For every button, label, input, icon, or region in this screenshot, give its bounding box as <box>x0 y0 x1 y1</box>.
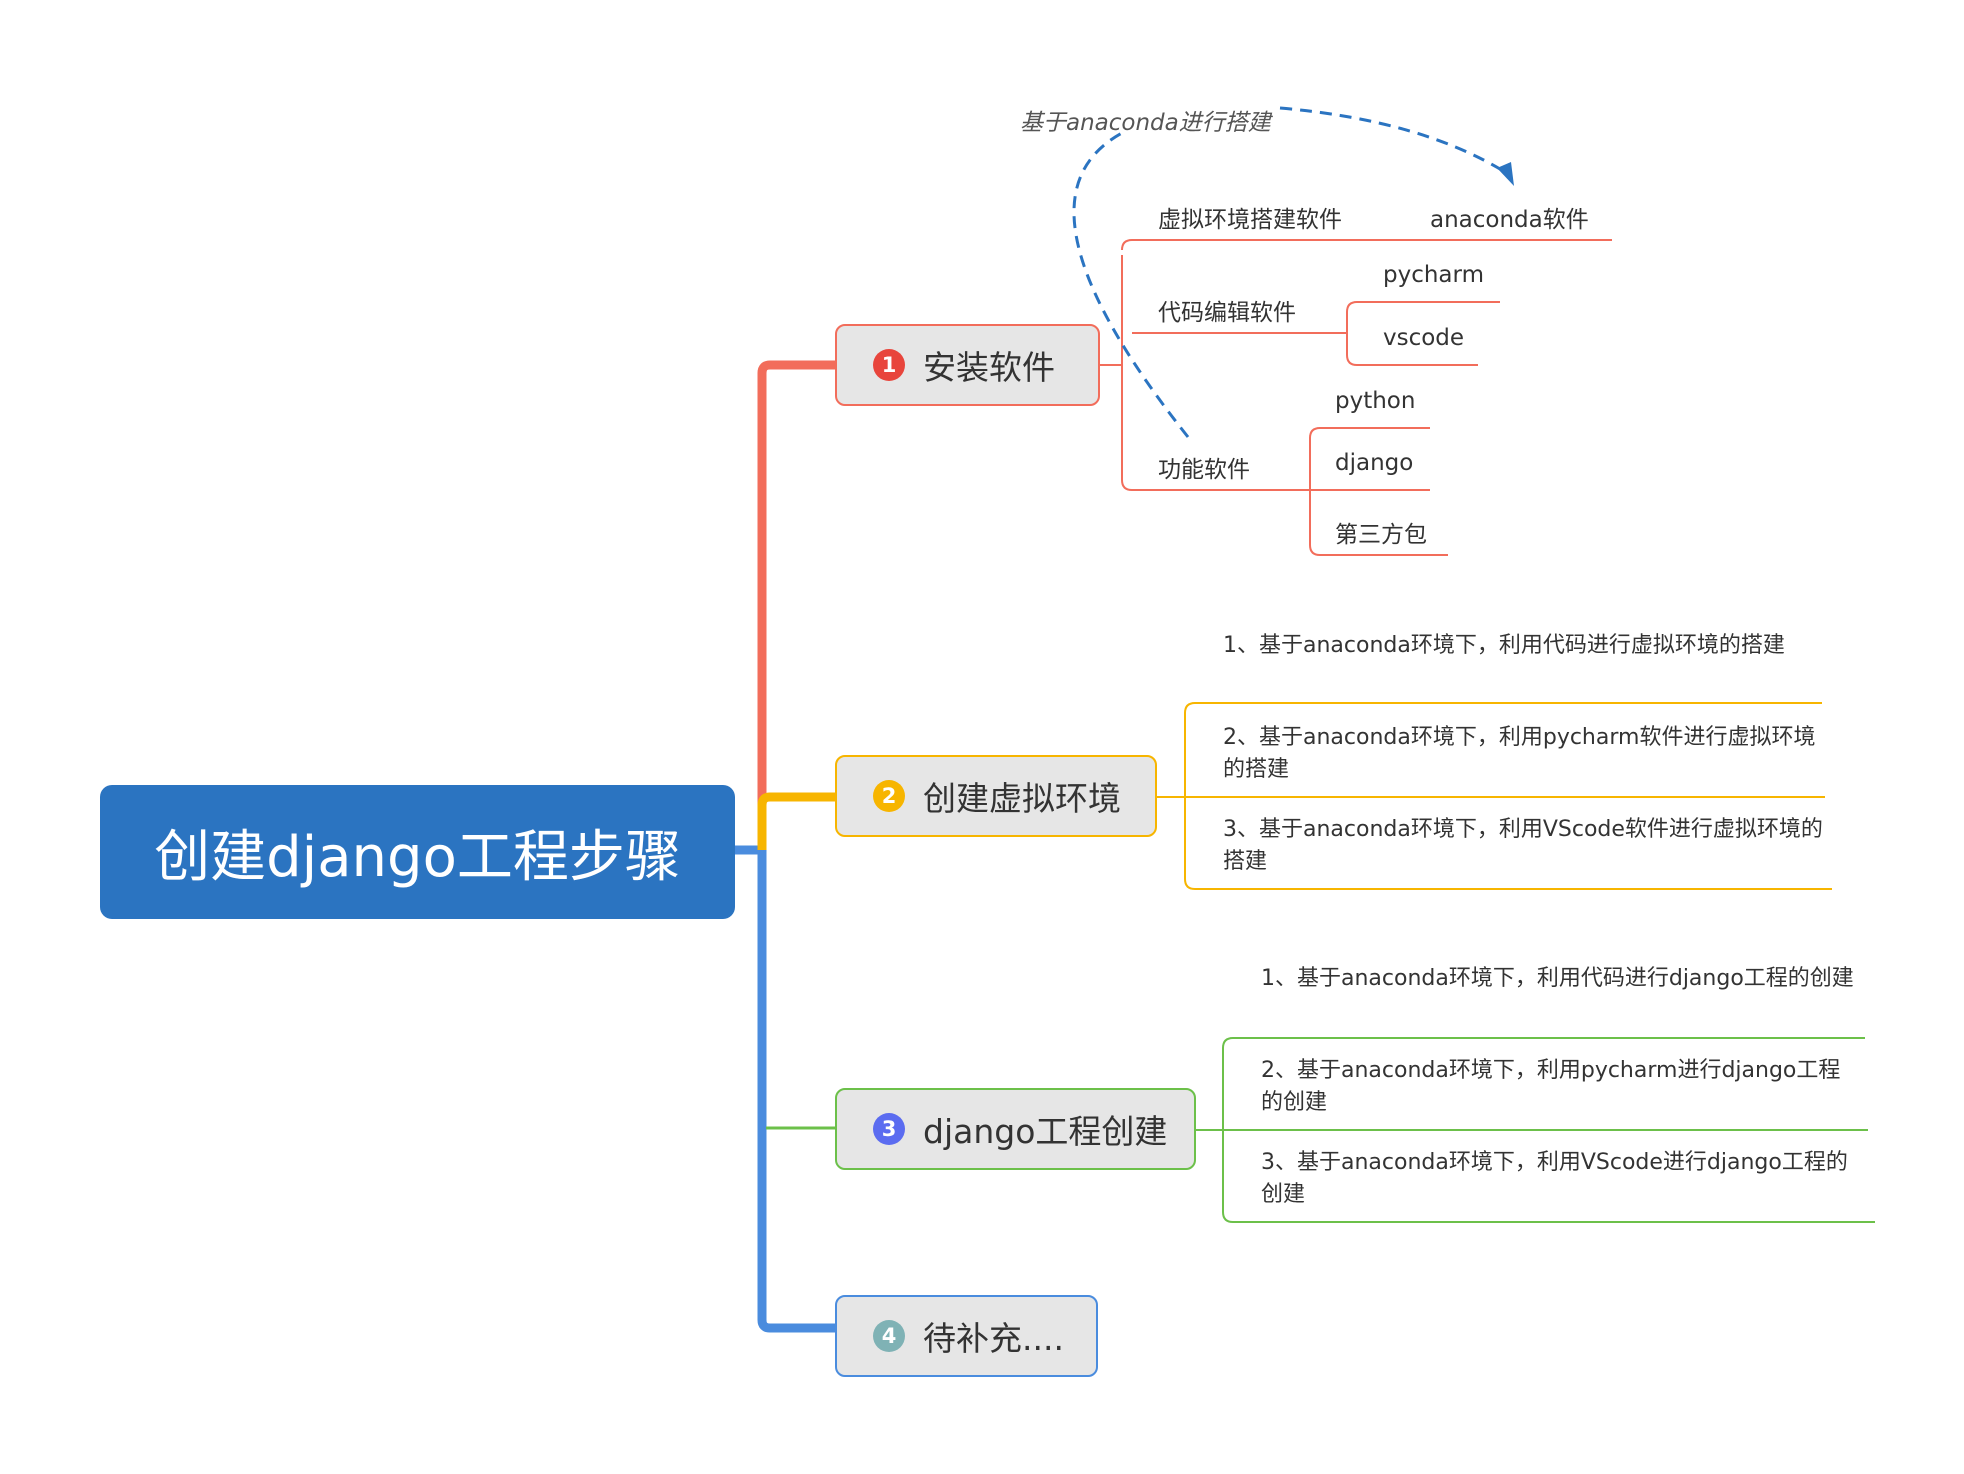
django-step-1[interactable]: 1、基于anaconda环境下，利用代码进行django工程的创建 <box>1261 966 1854 991</box>
venv-step-3[interactable]: 3、基于anaconda环境下，利用VScode软件进行虚拟环境的搭建 <box>1223 817 1823 874</box>
trunk-red <box>757 360 835 850</box>
relationship-label[interactable]: 基于anaconda进行搭建 <box>1020 110 1271 136</box>
root-topic[interactable]: 创建django工程步骤 <box>100 785 735 919</box>
topic-label: django工程创建 <box>923 1112 1168 1151</box>
topic-label: 创建虚拟环境 <box>923 779 1121 818</box>
root-title: 创建django工程步骤 <box>154 824 681 890</box>
topic-to-be-added[interactable]: 4 待补充.... <box>835 1295 1098 1377</box>
topic-django-project[interactable]: 3 django工程创建 <box>835 1088 1196 1170</box>
subtopic-anaconda[interactable]: anaconda软件 <box>1430 207 1589 233</box>
subtopic-pycharm[interactable]: pycharm <box>1383 262 1484 288</box>
relationship-arrow <box>1072 106 1506 438</box>
django-step-2[interactable]: 2、基于anaconda环境下，利用pycharm进行django工程的创建 <box>1261 1058 1841 1115</box>
trunk-yellow <box>757 792 835 850</box>
subtopic-python[interactable]: python <box>1335 388 1416 414</box>
topic-create-venv[interactable]: 2 创建虚拟环境 <box>835 755 1157 837</box>
subtopic-virtual-env-software[interactable]: 虚拟环境搭建软件 <box>1158 207 1342 233</box>
topic-label: 安装软件 <box>923 348 1055 387</box>
subtopic-function-software[interactable]: 功能软件 <box>1158 457 1250 483</box>
number-4-icon: 4 <box>873 1320 905 1352</box>
topic-label: 待补充.... <box>923 1319 1064 1358</box>
topic-install-software[interactable]: 1 安装软件 <box>835 324 1100 406</box>
venv-step-1[interactable]: 1、基于anaconda环境下，利用代码进行虚拟环境的搭建 <box>1223 633 1785 658</box>
subtopic-third-party[interactable]: 第三方包 <box>1335 522 1427 548</box>
venv-step-2[interactable]: 2、基于anaconda环境下，利用pycharm软件进行虚拟环境的搭建 <box>1223 725 1816 782</box>
subtopic-vscode[interactable]: vscode <box>1383 325 1465 351</box>
django-step-3[interactable]: 3、基于anaconda环境下，利用VScode进行django工程的创建 <box>1261 1150 1848 1207</box>
subtopic-code-editor[interactable]: 代码编辑软件 <box>1158 300 1296 326</box>
relationship-arrowhead <box>1497 162 1514 186</box>
trunk-blue <box>735 845 835 1333</box>
subtopic-django[interactable]: django <box>1335 450 1414 476</box>
number-3-icon: 3 <box>873 1113 905 1145</box>
number-2-icon: 2 <box>873 780 905 812</box>
number-1-icon: 1 <box>873 349 905 381</box>
